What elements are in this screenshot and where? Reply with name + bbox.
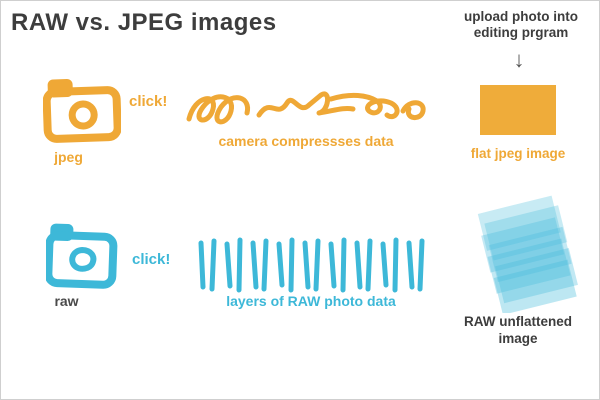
upload-note-line2: editing prgram [473,25,569,41]
jpeg-camera-icon [43,79,121,143]
raw-click-label: click! [132,251,171,268]
raw-process-label: layers of RAW photo data [226,293,396,309]
upload-note-line1: upload photo into [464,9,578,24]
jpeg-result-label: flat jpeg image [470,146,566,161]
jpeg-click-label: click! [129,93,168,110]
raw-result-line2: image [498,330,538,346]
raw-camera-icon [46,223,118,289]
upload-note: upload photo into editing prgram [453,9,589,41]
raw-camera-caption: raw [54,293,79,309]
raw-result-label: RAW unflattened image [449,314,587,348]
page-title: RAW vs. JPEG images [11,9,277,36]
raw-result-line1: RAW unflattened [464,314,572,329]
down-arrow-icon: ↓ [513,47,525,72]
raw-layer-stack-icon [477,195,578,313]
compression-scribble-icon [186,91,426,125]
jpeg-process-label: camera compressses data [218,133,394,149]
jpeg-camera-caption: jpeg [54,149,83,165]
flat-jpeg-swatch [480,85,556,135]
raw-layers-hatch-icon [198,237,425,293]
